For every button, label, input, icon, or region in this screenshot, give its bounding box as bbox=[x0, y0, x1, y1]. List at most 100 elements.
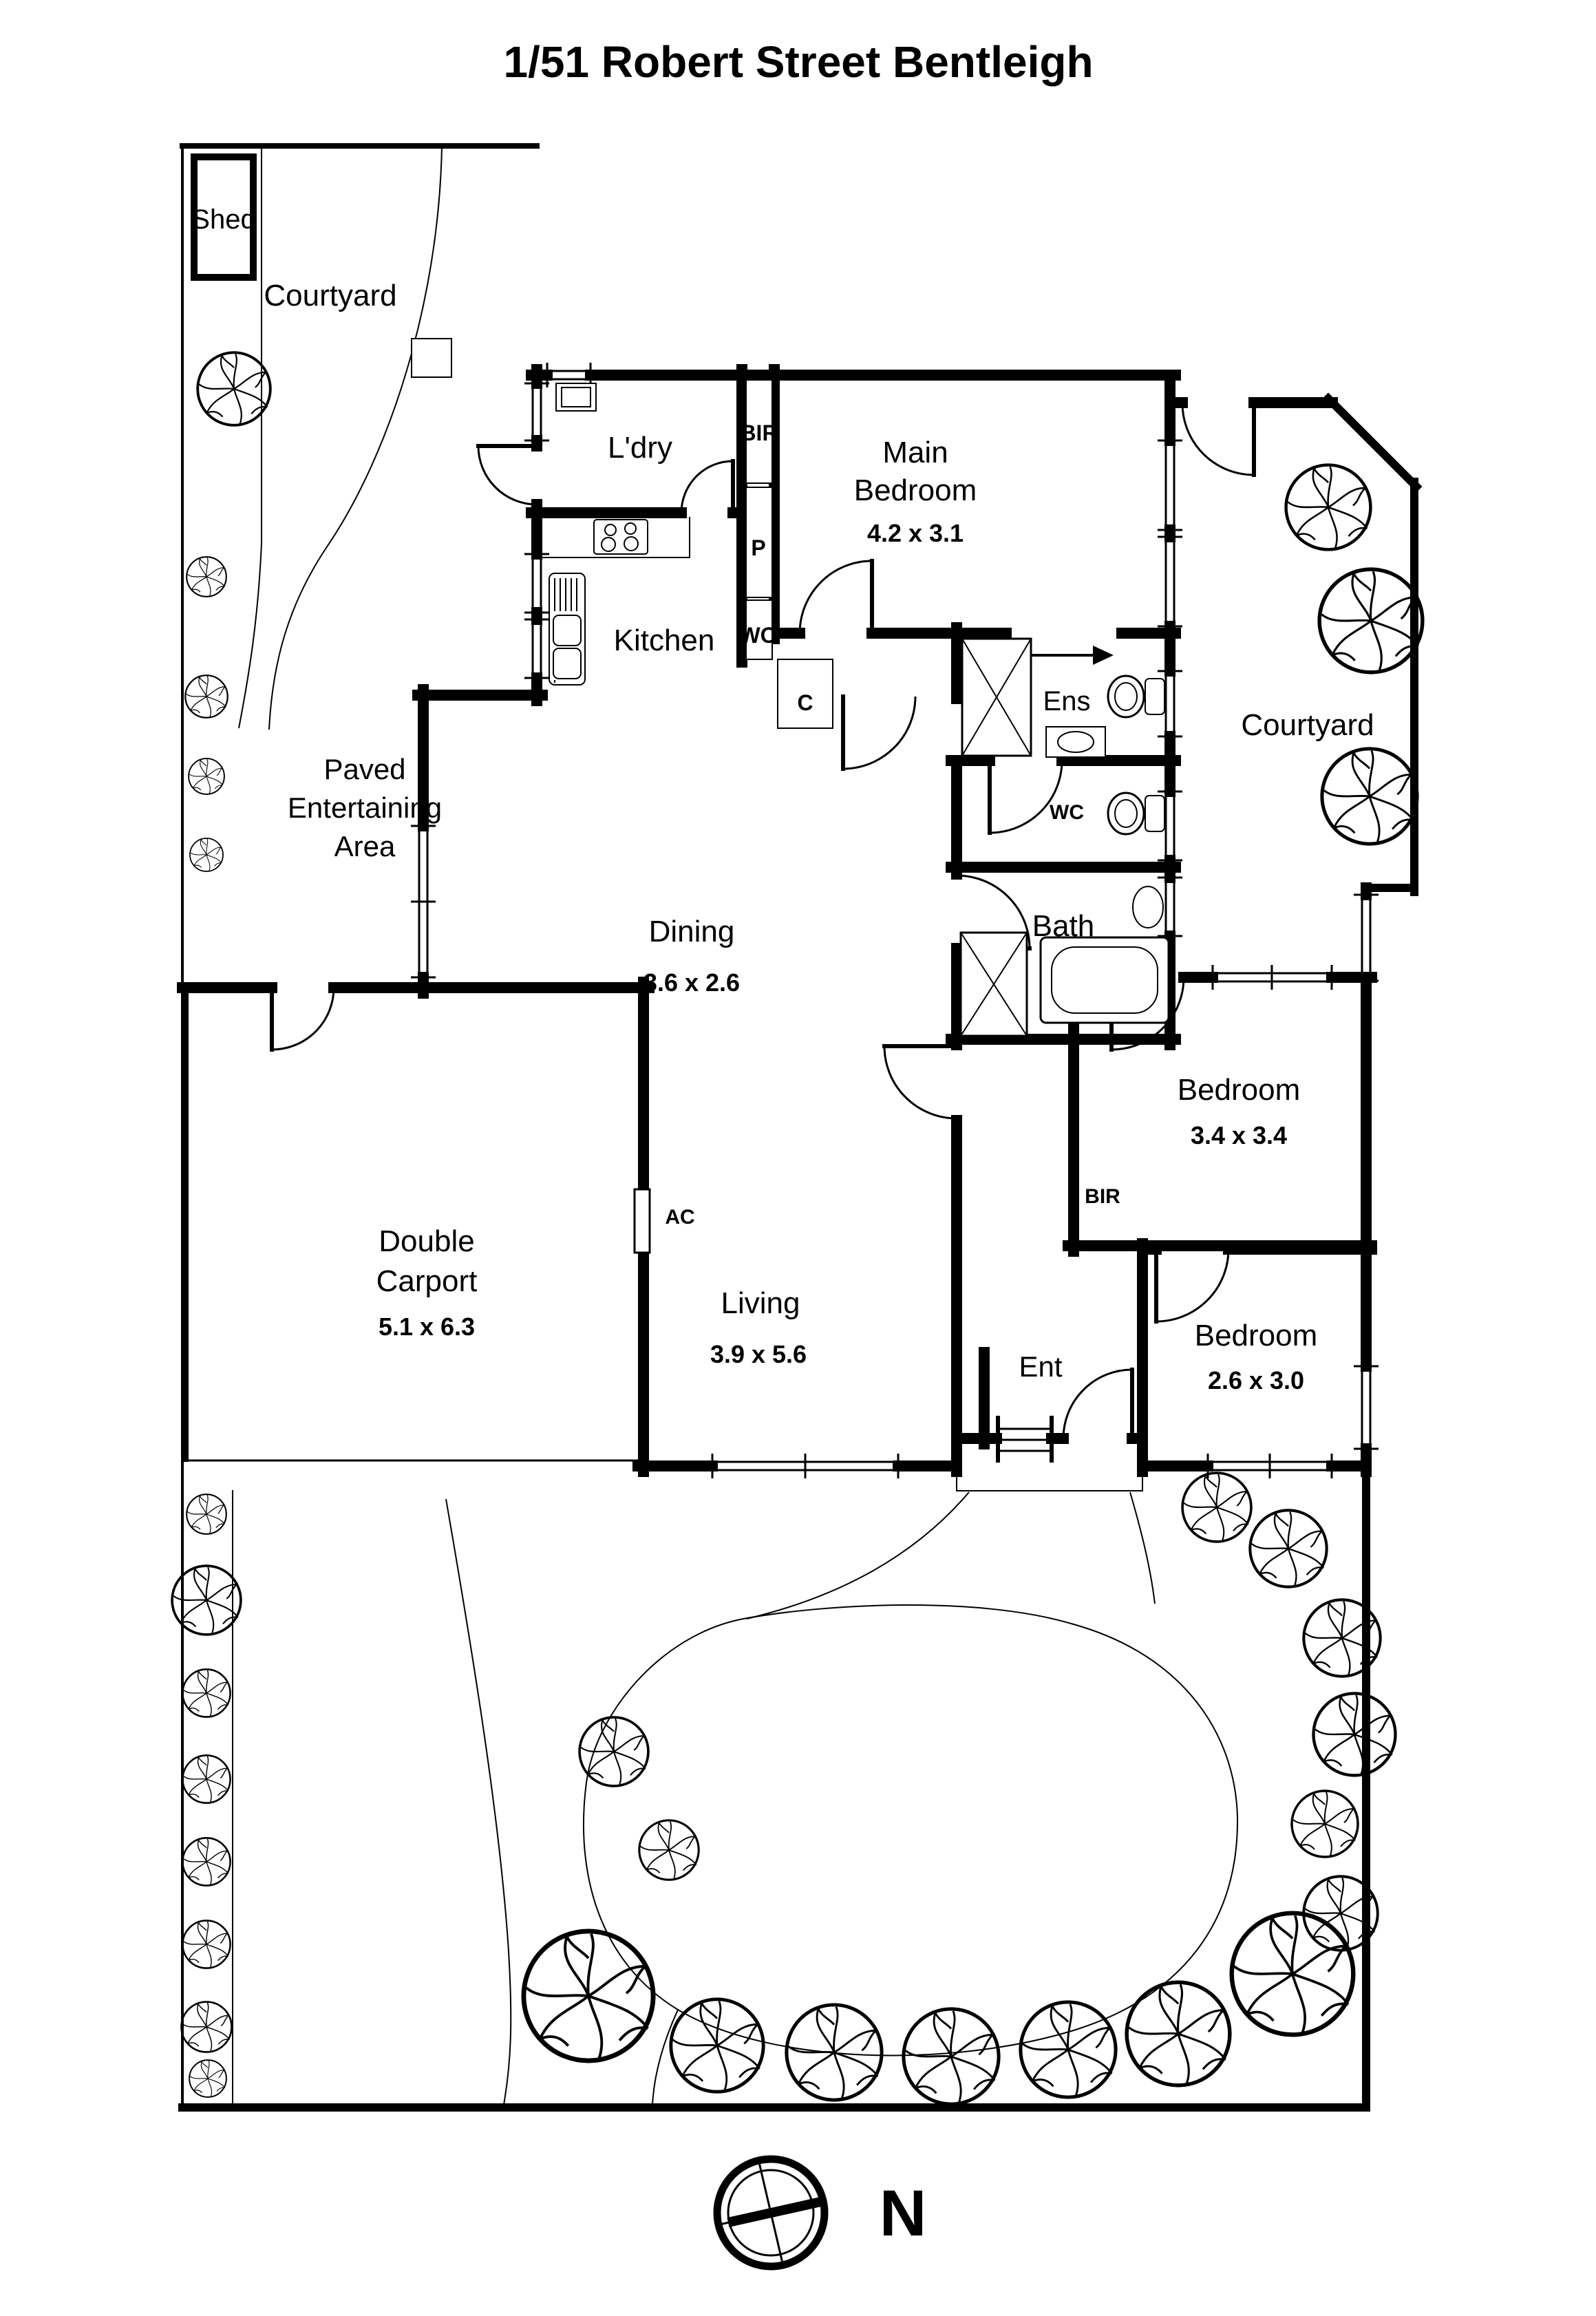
tree-icon bbox=[1313, 1693, 1395, 1775]
window-kitchen-west-2 bbox=[524, 618, 549, 679]
kitchen-bench bbox=[541, 517, 690, 558]
door-courtyard-right bbox=[1181, 401, 1256, 477]
tree-icon bbox=[182, 1754, 231, 1804]
entry-path-left bbox=[746, 1491, 970, 1619]
code-label-wall-oven: WO bbox=[739, 623, 777, 648]
room-label-ensuite: Ens bbox=[1043, 686, 1091, 716]
room-label-dining: Dining bbox=[649, 915, 735, 948]
window-wc-east bbox=[1158, 790, 1182, 862]
tree-icon bbox=[189, 838, 224, 872]
room-label-carport-2: Carport bbox=[376, 1264, 478, 1298]
tree-icon bbox=[186, 1494, 227, 1535]
room-label-paved-3: Area bbox=[334, 830, 396, 862]
room-label-bedroom-front: Bedroom bbox=[1195, 1319, 1318, 1352]
tree-icon bbox=[188, 758, 225, 795]
driveway-curve bbox=[445, 1498, 512, 2105]
room-label-living: Living bbox=[721, 1286, 800, 1320]
dim-label-living: 3.9 x 5.6 bbox=[710, 1340, 807, 1368]
wc-toilet bbox=[1107, 792, 1165, 836]
tree-icon bbox=[578, 1716, 650, 1787]
room-label-laundry: L'dry bbox=[608, 431, 672, 465]
window-living-south bbox=[711, 1454, 900, 1478]
dim-label-bedroom-middle: 3.4 x 3.4 bbox=[1191, 1121, 1287, 1149]
tree-icon bbox=[182, 1837, 231, 1887]
room-label-shed: Shed bbox=[191, 204, 255, 235]
window-bath-east bbox=[1158, 876, 1182, 937]
laundry-trough bbox=[555, 383, 597, 412]
compass bbox=[713, 2155, 829, 2271]
tree-icon bbox=[1181, 1472, 1253, 1543]
room-label-paved-1: Paved bbox=[323, 753, 405, 785]
path-curve-rear bbox=[268, 145, 443, 730]
room-label-main-bedroom-2: Bedroom bbox=[854, 474, 977, 507]
tree-icon bbox=[171, 1564, 242, 1636]
trees bbox=[171, 351, 1423, 2104]
door-living-hall bbox=[882, 1044, 959, 1120]
room-label-wc: WC bbox=[1050, 801, 1084, 824]
tree-icon bbox=[1127, 1982, 1230, 2085]
window-bedroom-front-south bbox=[1206, 1454, 1333, 1478]
tree-icon bbox=[189, 2059, 227, 2098]
dim-label-dining: 3.6 x 2.6 bbox=[643, 968, 740, 997]
porch-slab bbox=[956, 1466, 1143, 1491]
bath-shower bbox=[959, 931, 1028, 1037]
bir-main-closet bbox=[745, 379, 773, 484]
room-label-courtyard-rear: Courtyard bbox=[264, 279, 396, 312]
dim-label-main-bedroom: 4.2 x 3.1 bbox=[867, 519, 964, 547]
windows bbox=[411, 363, 1379, 1478]
pantry-closet bbox=[745, 487, 773, 598]
room-label-courtyard-right: Courtyard bbox=[1241, 708, 1374, 742]
door-wc bbox=[988, 758, 1063, 835]
ensuite-basin bbox=[1045, 726, 1106, 758]
door-laundry-internal bbox=[680, 459, 735, 515]
door-hall-entry bbox=[841, 694, 917, 771]
window-laundry-west bbox=[524, 382, 549, 442]
bath-basin bbox=[1132, 886, 1164, 928]
window-ensuite-east bbox=[1158, 670, 1182, 738]
window-main-bedroom-east-2 bbox=[1158, 535, 1182, 628]
code-label-cupboard: C bbox=[797, 690, 813, 715]
tree-icon bbox=[1322, 749, 1417, 844]
entry-path-right bbox=[1129, 1491, 1156, 1604]
wall-oven-closet bbox=[745, 599, 773, 660]
shed-outline bbox=[191, 153, 257, 281]
tree-icon bbox=[182, 1920, 231, 1969]
tree-icon bbox=[180, 2001, 233, 2053]
dim-label-bedroom-front: 2.6 x 3.0 bbox=[1208, 1366, 1304, 1394]
plan-labels: 1/51 Robert Street BentleighShedCourtyar… bbox=[191, 37, 1374, 2250]
ensuite-shower bbox=[961, 637, 1032, 757]
door-carport-gate bbox=[270, 986, 335, 1052]
tree-icon bbox=[196, 351, 272, 427]
tree-icon bbox=[671, 1999, 763, 2092]
tree-icon bbox=[184, 674, 228, 719]
window-bedroom-middle-north bbox=[1211, 965, 1333, 990]
entry-steps bbox=[996, 1416, 1054, 1463]
room-label-paved-2: Entertaining bbox=[288, 792, 442, 824]
tree-icon bbox=[1021, 2002, 1116, 2097]
room-label-carport-1: Double bbox=[379, 1224, 474, 1258]
bathtub bbox=[1039, 936, 1170, 1024]
dim-label-carport: 5.1 x 6.3 bbox=[379, 1313, 475, 1341]
tree-icon bbox=[1250, 1510, 1326, 1586]
code-label-bir-bedroom-middle: BIR bbox=[1085, 1185, 1120, 1208]
tree-icon bbox=[182, 1668, 231, 1718]
tree-icon bbox=[904, 2009, 999, 2104]
tree-icon bbox=[638, 1819, 700, 1881]
window-dining-west bbox=[411, 825, 436, 979]
tree-icon bbox=[1319, 569, 1423, 672]
tree-icon bbox=[1290, 1789, 1359, 1858]
tree-icon bbox=[186, 556, 227, 597]
door-bedroom-front bbox=[1154, 1247, 1230, 1324]
cooktop bbox=[593, 519, 648, 555]
code-label-ac: AC bbox=[665, 1206, 694, 1229]
fixtures bbox=[411, 338, 1170, 1463]
compass-letter: N bbox=[880, 2177, 927, 2250]
tree-icon bbox=[1286, 465, 1371, 550]
room-label-bedroom-middle: Bedroom bbox=[1178, 1073, 1301, 1107]
ensuite-toilet bbox=[1107, 674, 1165, 719]
lawn-outline bbox=[582, 1604, 1239, 2057]
door-front-entry bbox=[1062, 1368, 1134, 1441]
window-main-bedroom-east-1 bbox=[1158, 439, 1182, 531]
